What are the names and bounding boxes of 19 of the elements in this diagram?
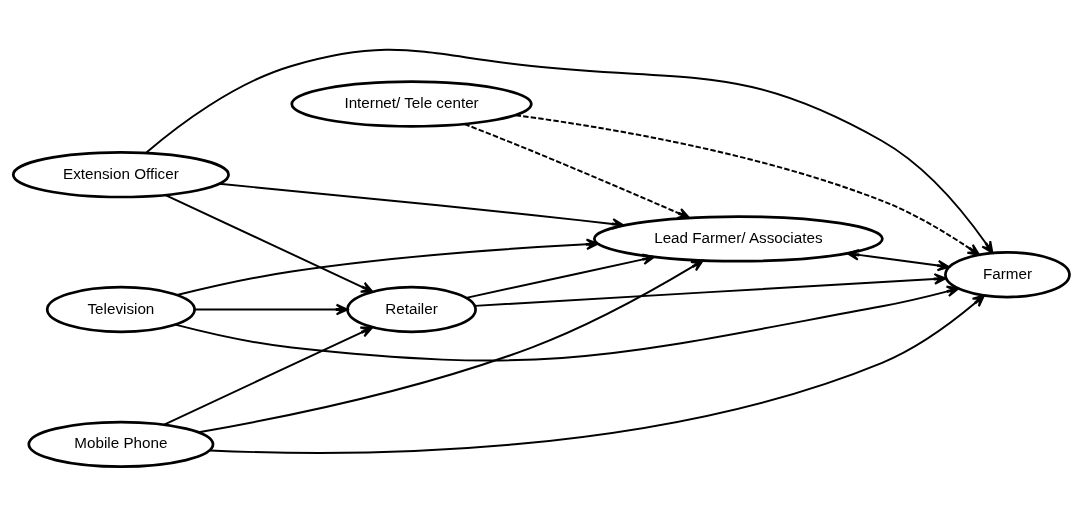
arrow <box>208 293 985 454</box>
arrow <box>197 259 704 433</box>
arrow <box>193 303 349 315</box>
node-ellipse: Retailer <box>346 285 477 333</box>
node-ellipse: Internet/ Tele center <box>290 79 533 128</box>
arrow <box>145 48 994 254</box>
arrow <box>218 182 625 230</box>
arrow <box>174 285 960 361</box>
arrow <box>473 272 947 307</box>
arrow <box>465 253 655 299</box>
arrow <box>514 113 981 256</box>
arrow <box>163 325 374 426</box>
node-ellipse: Extension Officer <box>11 150 230 198</box>
node-ellipse: Television <box>45 285 196 333</box>
node-ellipse: Mobile Phone <box>27 420 215 468</box>
arrow <box>463 122 691 219</box>
arrow <box>164 193 374 293</box>
arrow <box>176 237 599 296</box>
arrow <box>846 248 950 271</box>
